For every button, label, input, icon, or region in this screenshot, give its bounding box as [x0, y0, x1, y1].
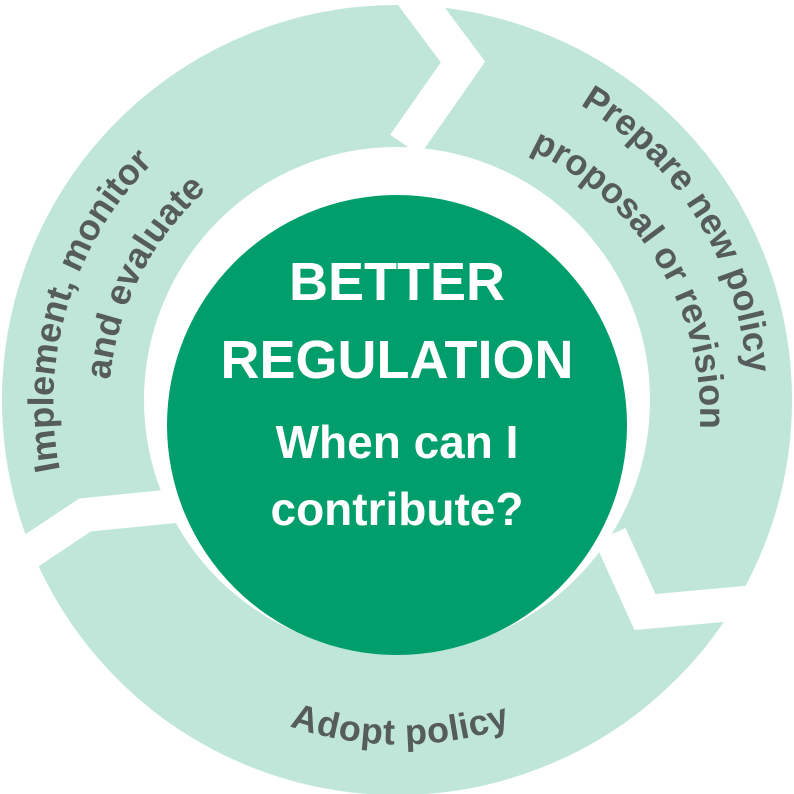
- arrow-gap-left: [0, 488, 187, 580]
- center-question-line1: When can I: [276, 416, 519, 468]
- center-title-line1: BETTER: [289, 252, 505, 312]
- center-circle: [167, 195, 627, 655]
- cycle-ring: [2, 5, 792, 794]
- center-question-line2: contribute?: [271, 483, 524, 535]
- arrow-gap-top: [390, 0, 486, 156]
- center-title-line2: REGULATION: [221, 330, 574, 390]
- arrow-gap-right: [594, 527, 794, 631]
